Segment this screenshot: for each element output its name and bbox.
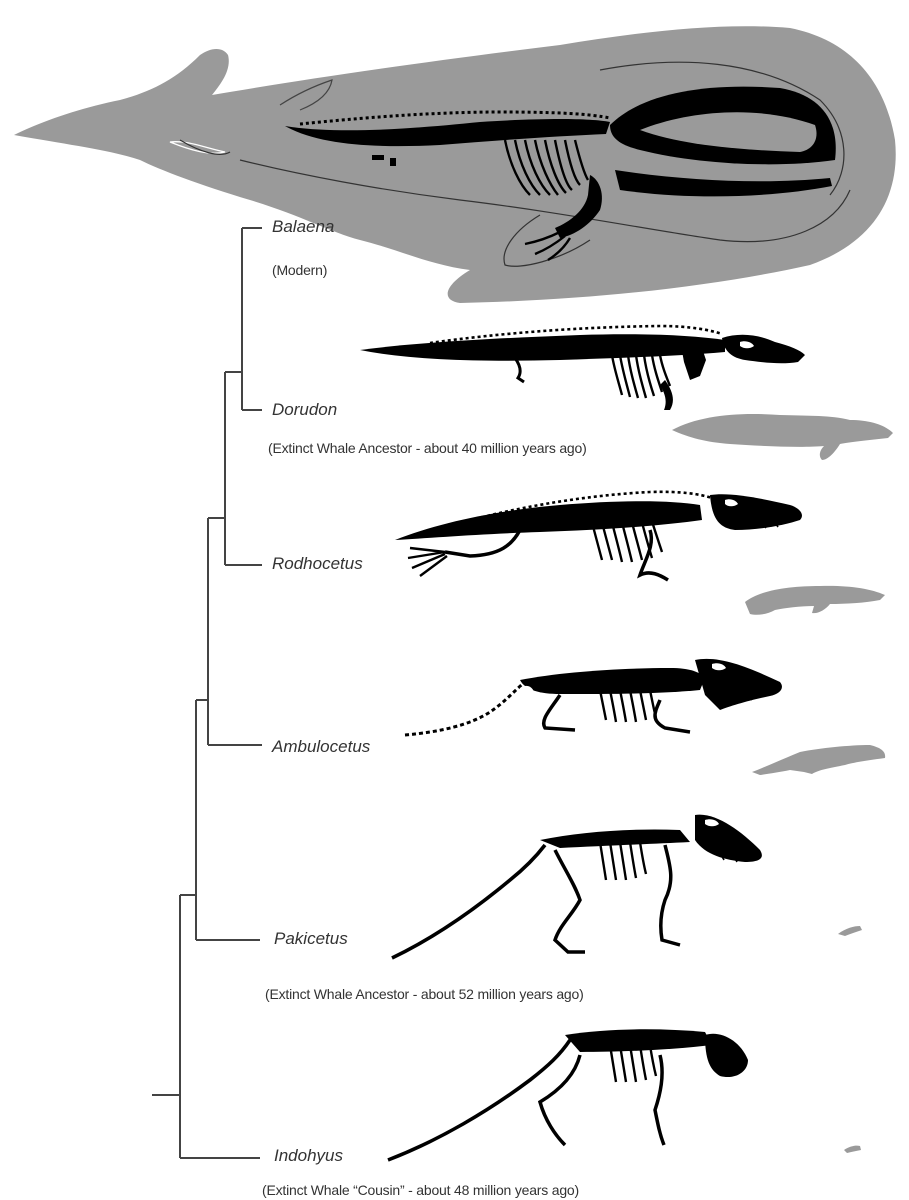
dorudon-silhouette bbox=[672, 413, 893, 460]
indohyus-silhouette bbox=[844, 1145, 861, 1153]
rodhocetus-skeleton bbox=[395, 490, 802, 582]
taxon-label-indohyus: Indohyus bbox=[274, 1146, 343, 1165]
ambulocetus-silhouette bbox=[752, 745, 886, 775]
rodhocetus-silhouette bbox=[745, 585, 885, 615]
cladogram-tree bbox=[152, 227, 262, 1159]
dorudon-skeleton bbox=[360, 324, 805, 410]
taxon-label-pakicetus: Pakicetus bbox=[274, 929, 348, 948]
note-balaena: (Modern) bbox=[272, 262, 328, 278]
note-indohyus: (Extinct Whale “Cousin” - about 48 milli… bbox=[262, 1182, 579, 1198]
note-pakicetus: (Extinct Whale Ancestor - about 52 milli… bbox=[265, 986, 584, 1002]
pakicetus-silhouette bbox=[838, 926, 862, 936]
ambulocetus-skeleton bbox=[404, 658, 782, 737]
taxon-label-dorudon: Dorudon bbox=[272, 400, 338, 419]
taxon-label-balaena: Balaena bbox=[272, 217, 335, 236]
whale-body-silhouette bbox=[14, 26, 896, 304]
taxon-label-ambulocetus: Ambulocetus bbox=[272, 737, 371, 756]
taxon-label-rodhocetus: Rodhocetus bbox=[272, 554, 363, 573]
balaena-skeleton bbox=[285, 86, 836, 262]
note-dorudon: (Extinct Whale Ancestor - about 40 milli… bbox=[268, 440, 587, 456]
indohyus-skeleton bbox=[387, 1029, 748, 1162]
pakicetus-skeleton bbox=[391, 814, 762, 960]
